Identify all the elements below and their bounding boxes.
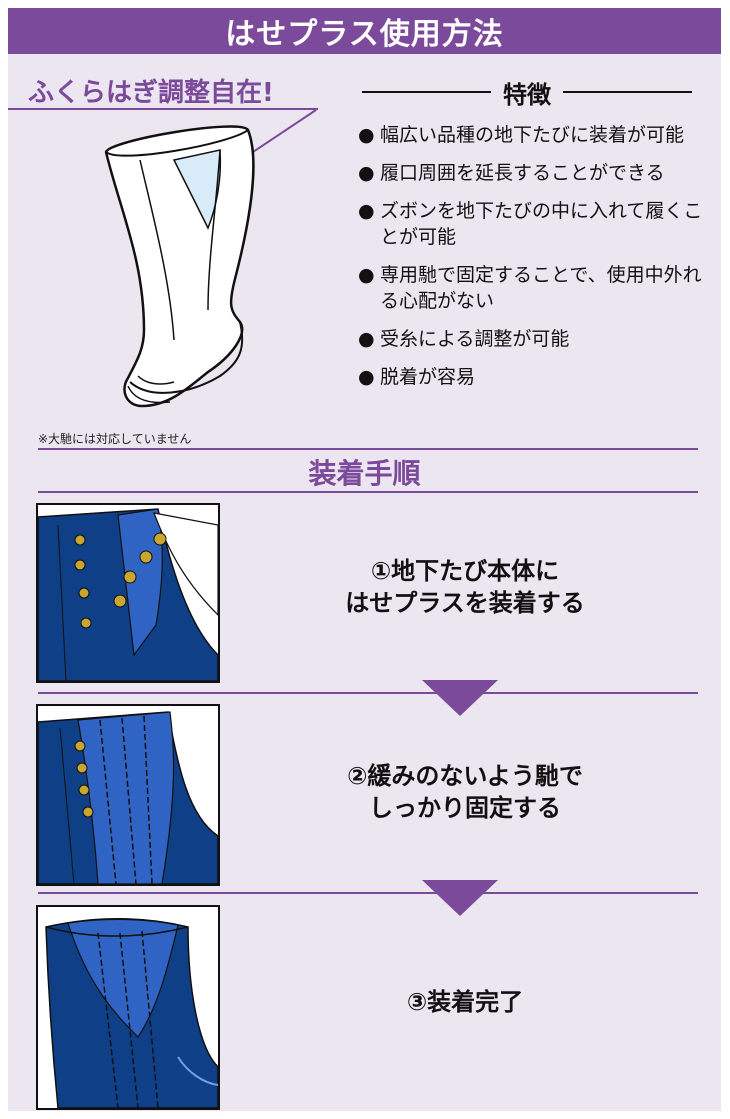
step-divider-2 bbox=[38, 892, 698, 894]
step-1-illustration bbox=[38, 505, 218, 681]
feature-item: 幅広い品種の地下たびに装着が可能 bbox=[358, 122, 713, 148]
compatibility-note: ※大馳には対応していません bbox=[38, 432, 192, 446]
hase-plus-illustration bbox=[104, 109, 317, 408]
step-1-image bbox=[36, 503, 220, 683]
step-divider-1 bbox=[38, 692, 698, 694]
features-heading-text: 特徴 bbox=[503, 80, 551, 109]
step-3-illustration bbox=[38, 907, 218, 1108]
procedure-divider-bottom bbox=[38, 491, 698, 493]
feature-item: ズボンを地下たびの中に入れて履くことが可能 bbox=[358, 198, 713, 250]
feature-item: 脱着が容易 bbox=[358, 364, 713, 390]
procedure-divider-top bbox=[38, 448, 698, 450]
step-3-line-1: ③装着完了 bbox=[406, 988, 524, 1016]
step-2-image bbox=[36, 704, 220, 886]
step-2-illustration bbox=[38, 706, 218, 884]
feature-item: 履口周囲を延長することができる bbox=[358, 160, 713, 186]
page-title: はせプラス使用方法 bbox=[8, 8, 721, 54]
step-2-text: ②緩みのないよう馳で しっかり固定する bbox=[240, 760, 690, 824]
feature-item: 受糸による調整が可能 bbox=[358, 326, 713, 352]
catchphrase: ふくらはぎ調整自在! bbox=[28, 78, 274, 108]
feature-item: 専用馳で固定することで、使用中外れる心配がない bbox=[358, 262, 713, 314]
features-heading: 特徴 bbox=[362, 74, 692, 110]
page-title-text: はせプラス使用方法 bbox=[225, 17, 504, 52]
step-1-line-2: はせプラスを装着する bbox=[345, 589, 585, 617]
step-2-line-1: ②緩みのないよう馳で bbox=[347, 762, 583, 790]
step-arrow-down-icon bbox=[422, 880, 498, 916]
features-heading-rule-left bbox=[362, 91, 491, 93]
features-heading-rule-right bbox=[563, 91, 692, 93]
catchphrase-underline bbox=[8, 108, 318, 110]
features-list: 幅広い品種の地下たびに装着が可能 履口周囲を延長することができる ズボンを地下た… bbox=[358, 122, 713, 402]
step-1-line-1: ①地下たび本体に bbox=[370, 557, 560, 585]
step-1-text: ①地下たび本体に はせプラスを装着する bbox=[240, 555, 690, 619]
step-3-image bbox=[36, 905, 220, 1110]
step-arrow-down-icon bbox=[422, 680, 498, 716]
procedure-heading: 装着手順 bbox=[308, 457, 421, 490]
step-2-line-2: しっかり固定する bbox=[369, 794, 561, 822]
step-3-text: ③装着完了 bbox=[240, 986, 690, 1018]
